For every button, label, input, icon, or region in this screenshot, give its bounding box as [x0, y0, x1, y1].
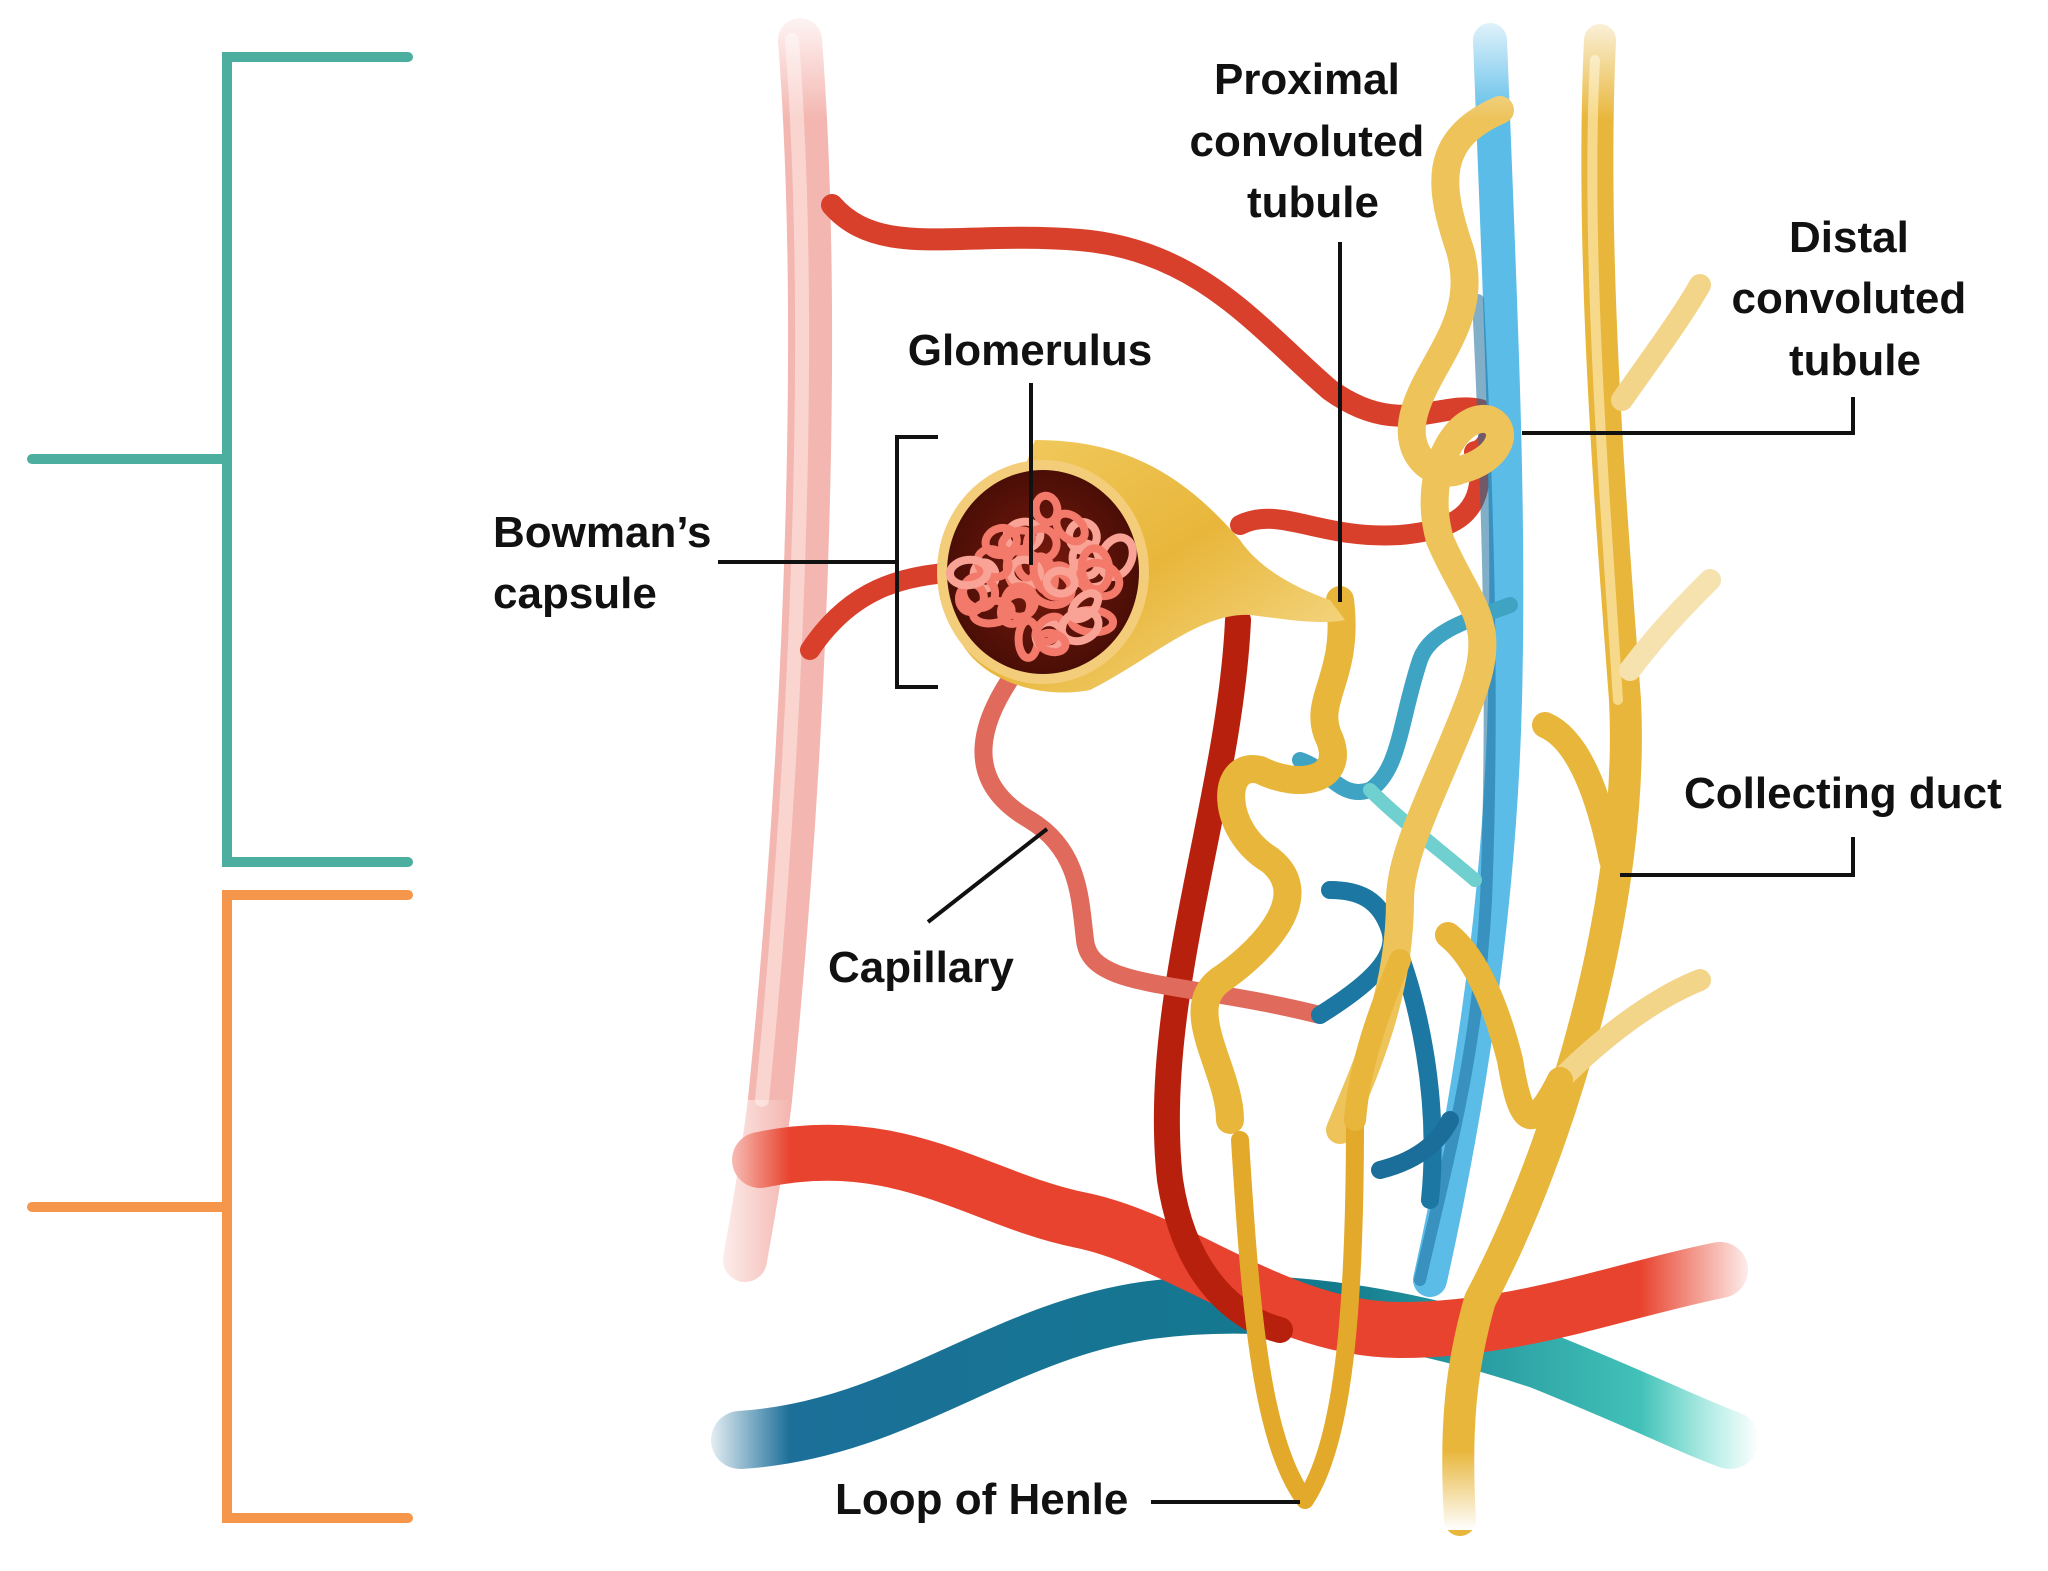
distal-tubule [1326, 96, 1514, 1144]
anatomy-illustration [711, 18, 1759, 1536]
collecting-duct-tube [1442, 24, 1642, 1536]
bowmans-label-line-2: capsule [493, 569, 657, 618]
distal-label-line-1: Distal [1789, 213, 1909, 262]
loop-ascending-limb [1344, 949, 1411, 1131]
duct-branch-2 [1619, 569, 1721, 681]
upper-bracket-shape [222, 52, 413, 867]
collecting-duct-label: Collecting duct [1684, 769, 2002, 818]
upper-bracket [27, 52, 413, 867]
bowmans-capsule-label: Bowman’s capsule [493, 508, 724, 618]
fade-top [700, 0, 1800, 120]
proximal-label-line-1: Proximal [1214, 55, 1400, 104]
bowmans-label-line-1: Bowman’s [493, 508, 711, 557]
lower-bracket-shape [222, 890, 413, 1523]
glomerulus-capillary-loop [1034, 628, 1070, 657]
glomerulus-capillary-loop [1052, 509, 1089, 546]
glomerulus-capillary-loop [945, 555, 992, 590]
glomerulus-capillary-loop [1000, 582, 1039, 621]
distal-leader [1522, 397, 1855, 435]
glomerulus-ball [937, 460, 1149, 684]
peritubular-capillary [974, 659, 1329, 1024]
loop-of-henle-label: Loop of Henle [835, 1475, 1128, 1524]
fade-left [700, 1100, 790, 1500]
proximal-label: Proximal convoluted tubule [1190, 55, 1437, 227]
proximal-label-line-2: convoluted [1190, 117, 1425, 166]
loop-of-henle-tube [1231, 1111, 1364, 1509]
distal-label: Distal convoluted tubule [1732, 213, 1979, 385]
collecting-duct-highlight [1587, 55, 1623, 705]
duct-branch-1 [1611, 274, 1711, 411]
capillary-label: Capillary [828, 943, 1014, 992]
fade-bottom [1400, 1450, 1520, 1530]
glomerulus-label: Glomerulus [908, 326, 1153, 375]
distal-label-line-2: convoluted [1732, 274, 1967, 323]
collecting-duct-leader [1620, 837, 1855, 877]
duct-branch-5 [1435, 922, 1573, 1129]
efferent-arteriole [1230, 460, 1490, 546]
efferent-arteriole-descending [1153, 607, 1293, 1343]
distal-label-line-3: tubule [1789, 336, 1921, 385]
arcuate-artery [732, 1124, 1748, 1358]
capillary-leader [926, 827, 1049, 924]
afferent-arteriole [800, 562, 970, 660]
proximal-tubule [1190, 586, 1356, 1134]
bowmans-bracket [895, 435, 938, 689]
duct-branch-3 [1549, 969, 1711, 1091]
glomerulus-capillary-loops [945, 491, 1137, 662]
lower-bracket [27, 890, 413, 1523]
glomerulus-capillary-loop [1042, 566, 1079, 598]
glomerulus-capillary-loop [1067, 589, 1102, 624]
labels: Proximal convoluted tubule Distal convol… [493, 55, 2002, 1524]
interlobular-artery-highlight [755, 33, 809, 1107]
fade-right [1640, 1180, 1760, 1500]
venule-upper [1292, 597, 1518, 800]
proximal-label-line-3: tubule [1247, 178, 1379, 227]
venule-join [1371, 1111, 1459, 1179]
leader-lines [718, 242, 1855, 1504]
duct-branch-4 [1532, 712, 1625, 873]
glomerulus-capillary-loop [1031, 491, 1062, 527]
